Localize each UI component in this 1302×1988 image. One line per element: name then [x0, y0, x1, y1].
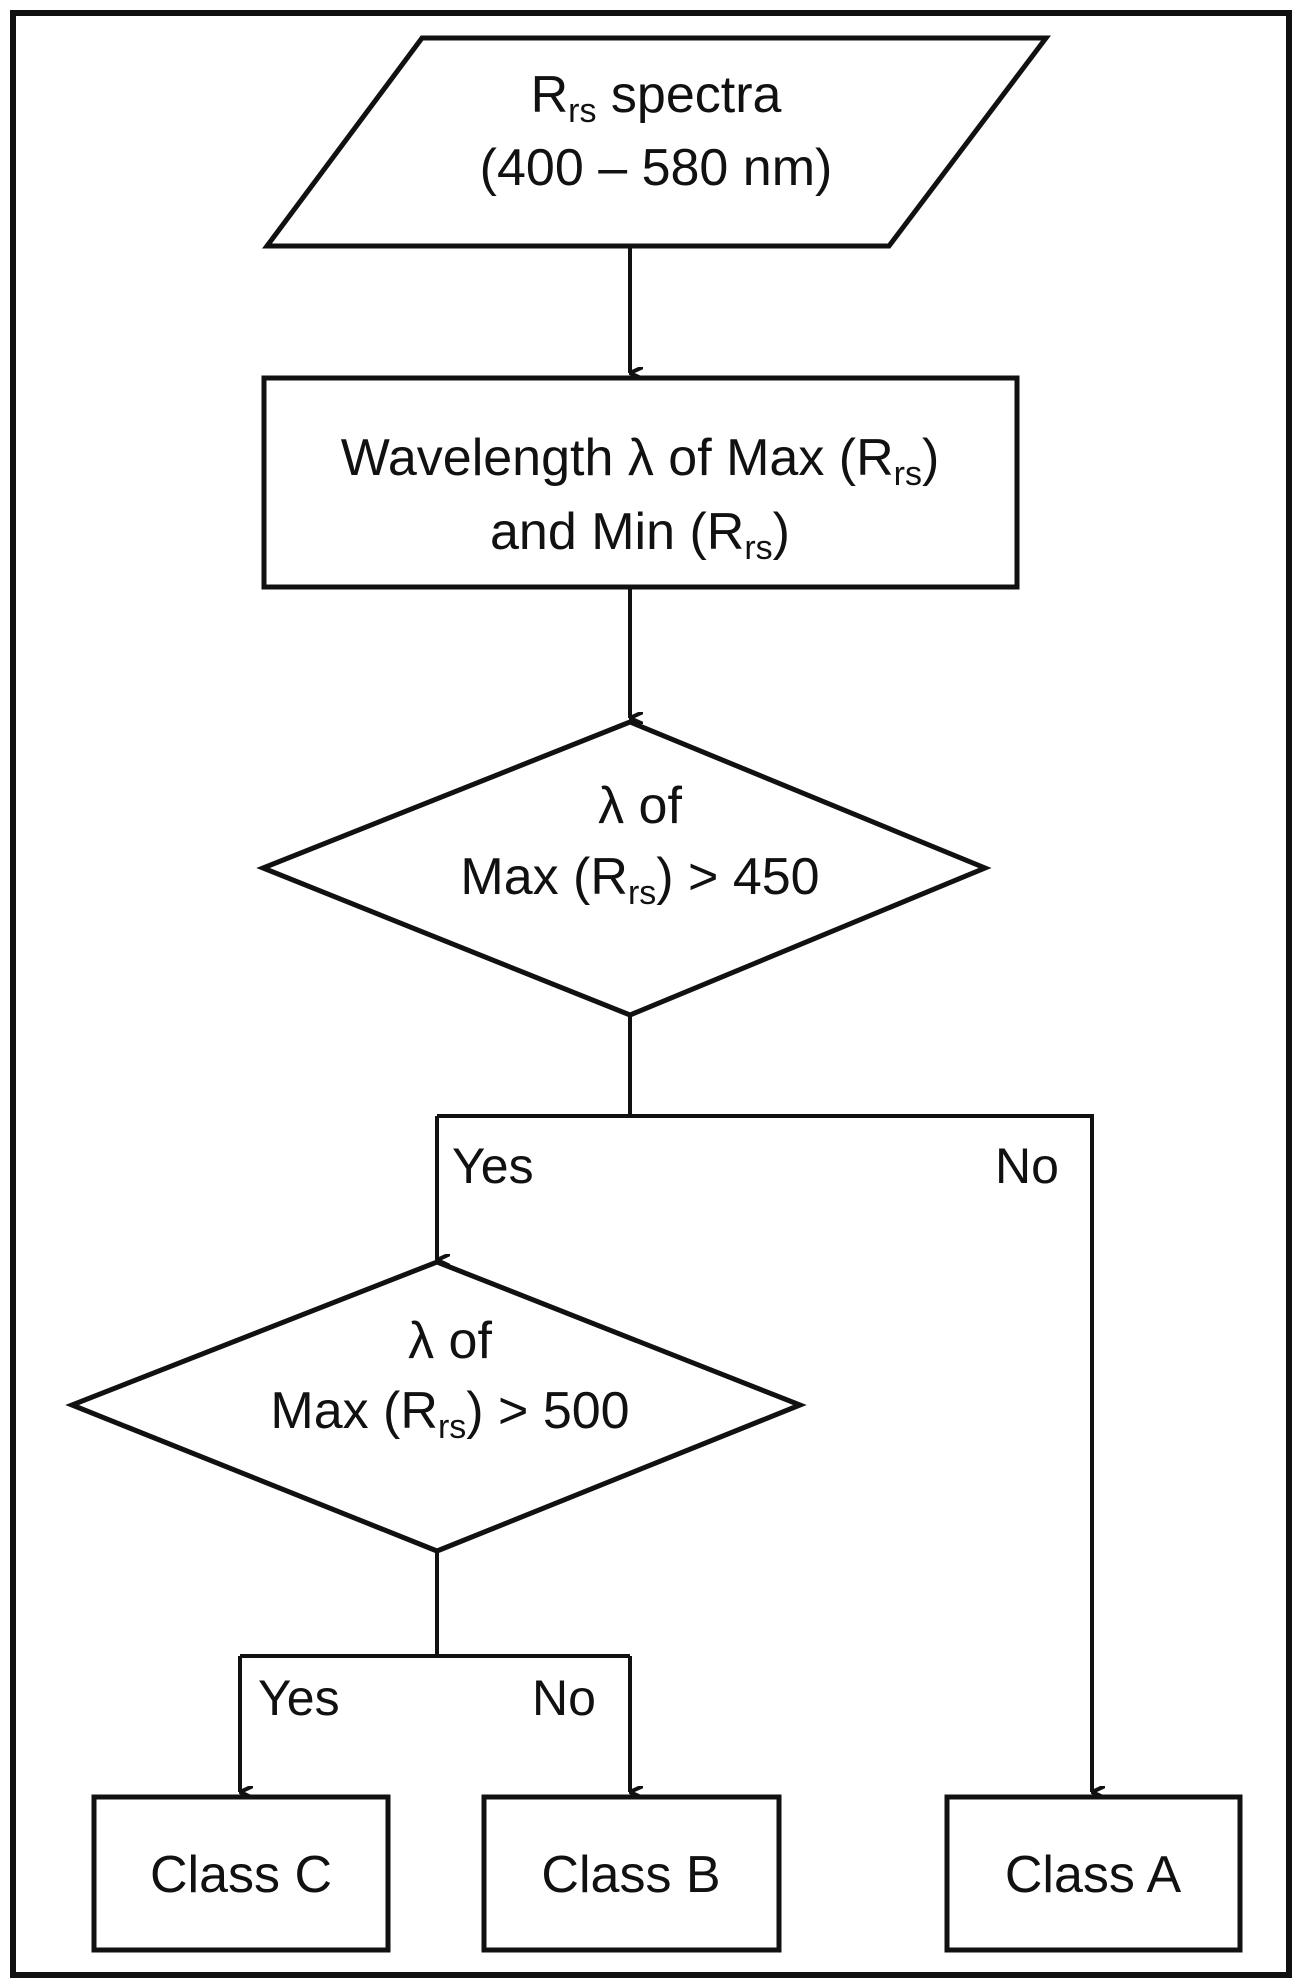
- input-line1: Rrs spectra: [531, 66, 782, 130]
- process-line1: Wavelength λ of Max (Rrs): [341, 429, 940, 493]
- decision1-diamond: [256, 719, 992, 1018]
- decision2-diamond: [65, 1259, 807, 1554]
- process-box: [261, 375, 1020, 590]
- decision1-no-label: No: [995, 1138, 1059, 1194]
- outer-frame: [10, 10, 1292, 1978]
- input-node: Rrs spectra (400 – 580 nm): [262, 35, 1052, 249]
- class-b-box: [481, 1794, 782, 1953]
- class-c-box: [91, 1794, 391, 1953]
- input-line2: (400 – 580 nm): [480, 139, 833, 197]
- decision2-line1: λ of: [408, 1312, 492, 1370]
- decision2-node: λ of Max (Rrs) > 500: [65, 1259, 807, 1554]
- class-a-label: Class A: [1005, 1846, 1182, 1904]
- process-node: Wavelength λ of Max (Rrs) and Min (Rrs): [261, 375, 1020, 590]
- process-line2: and Min (Rrs): [490, 503, 790, 567]
- decision2-no-label: No: [532, 1670, 596, 1726]
- connectors: [238, 248, 1092, 1792]
- decision1-line2: Max (Rrs) > 450: [460, 848, 819, 912]
- decision1-yes-label: Yes: [452, 1138, 534, 1194]
- class-c-node: Class C: [91, 1794, 391, 1953]
- decision1-line1: λ of: [598, 777, 682, 835]
- line-decision1-split: [437, 1016, 632, 1118]
- class-a-node: Class A: [944, 1794, 1243, 1953]
- class-b-node: Class B: [481, 1794, 782, 1953]
- input-parallelogram: [262, 35, 1052, 249]
- line-decision2-split: [240, 1552, 630, 1658]
- decision2-line2: Max (Rrs) > 500: [270, 1382, 629, 1446]
- decision2-yes-label: Yes: [258, 1670, 340, 1726]
- class-b-label: Class B: [541, 1846, 720, 1904]
- arrow-decision1-no: [630, 1114, 1092, 1792]
- class-a-box: [944, 1794, 1243, 1953]
- decision1-node: λ of Max (Rrs) > 450: [256, 719, 992, 1018]
- class-c-label: Class C: [150, 1846, 332, 1904]
